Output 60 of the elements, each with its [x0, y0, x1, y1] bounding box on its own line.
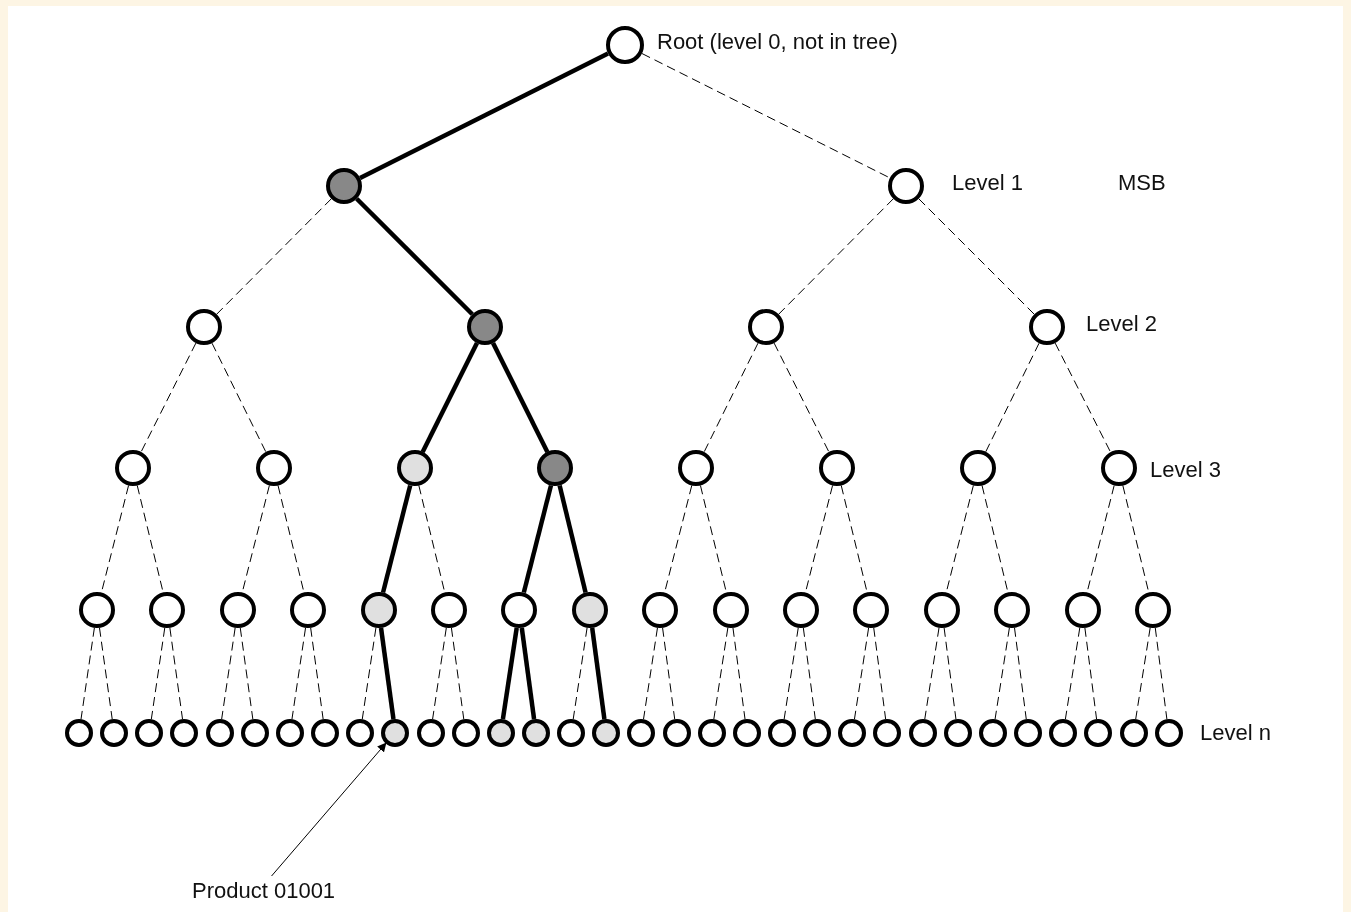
level-label: Level 3 [1150, 458, 1221, 483]
tree-branch-line [418, 485, 446, 593]
tree-branch-line [519, 627, 537, 720]
tree-branch-line [853, 627, 870, 720]
tree-branch-line [359, 51, 610, 180]
tree-branch-line [450, 627, 465, 720]
tree-branch-line [1084, 627, 1098, 720]
tree-branch-line [150, 627, 166, 720]
tree-branch-line [732, 627, 746, 720]
tree-branch-line [291, 627, 307, 720]
tree-branch-line [943, 627, 957, 720]
tree-branch-line [713, 627, 729, 720]
tree-branch-line [211, 342, 267, 453]
tree-branch-line [1122, 485, 1150, 593]
tree-branch-line [699, 485, 727, 593]
tree-branch-line [521, 484, 554, 594]
tree-branch-line [802, 627, 816, 720]
tree-branch-line [491, 342, 550, 453]
tree-branch-line [662, 627, 676, 720]
tree-branch-line [778, 198, 894, 315]
tree-branch-line [1054, 342, 1111, 453]
tree-branch-line [432, 627, 447, 720]
node-caption: Root (level 0, not in tree) [657, 30, 898, 55]
level-label: Level 2 [1086, 312, 1157, 337]
tree-branch-line [1064, 627, 1081, 720]
tree-branch-line [80, 627, 95, 720]
tree-branch-line [783, 627, 799, 720]
tree-branch-line [643, 627, 658, 720]
tree-branch-line [99, 627, 113, 720]
tree-branch-line [703, 342, 759, 453]
tree-branch-line [420, 342, 479, 453]
level-label: MSB [1118, 171, 1166, 196]
tree-branch-line [1154, 627, 1168, 720]
tree-branch-line [355, 197, 474, 316]
tree-branch-line [873, 627, 887, 720]
tree-branch-line [572, 627, 588, 720]
tree-branch-line [918, 198, 1035, 315]
tree-branch-line [140, 342, 197, 453]
tree-branch-line [378, 627, 396, 720]
tree-branch-line [985, 342, 1040, 453]
level-label: Level n [1200, 721, 1271, 746]
tree-branch-line [216, 198, 332, 315]
callout-text: Product 01001 [192, 879, 336, 904]
tree-branch-line [310, 627, 324, 720]
tree-branch-line [169, 627, 184, 720]
tree-branch-line [773, 342, 830, 453]
leader-arrow [271, 742, 387, 877]
tree-branch-line [589, 627, 607, 720]
tree-branch-line [1135, 627, 1151, 720]
tree-branch-line [641, 53, 891, 179]
tree-branch-line [380, 484, 413, 594]
tree-branch-line [500, 627, 519, 720]
tree-branch-line [924, 627, 940, 720]
tree-branch-line [994, 627, 1010, 720]
tree-branch-line [361, 627, 377, 720]
tree-branch-line [557, 484, 588, 594]
tree-branch-line [1014, 627, 1027, 720]
tree-branch-line [239, 627, 254, 720]
tree-branch-line [221, 627, 236, 720]
level-label: Level 1 [952, 171, 1023, 196]
